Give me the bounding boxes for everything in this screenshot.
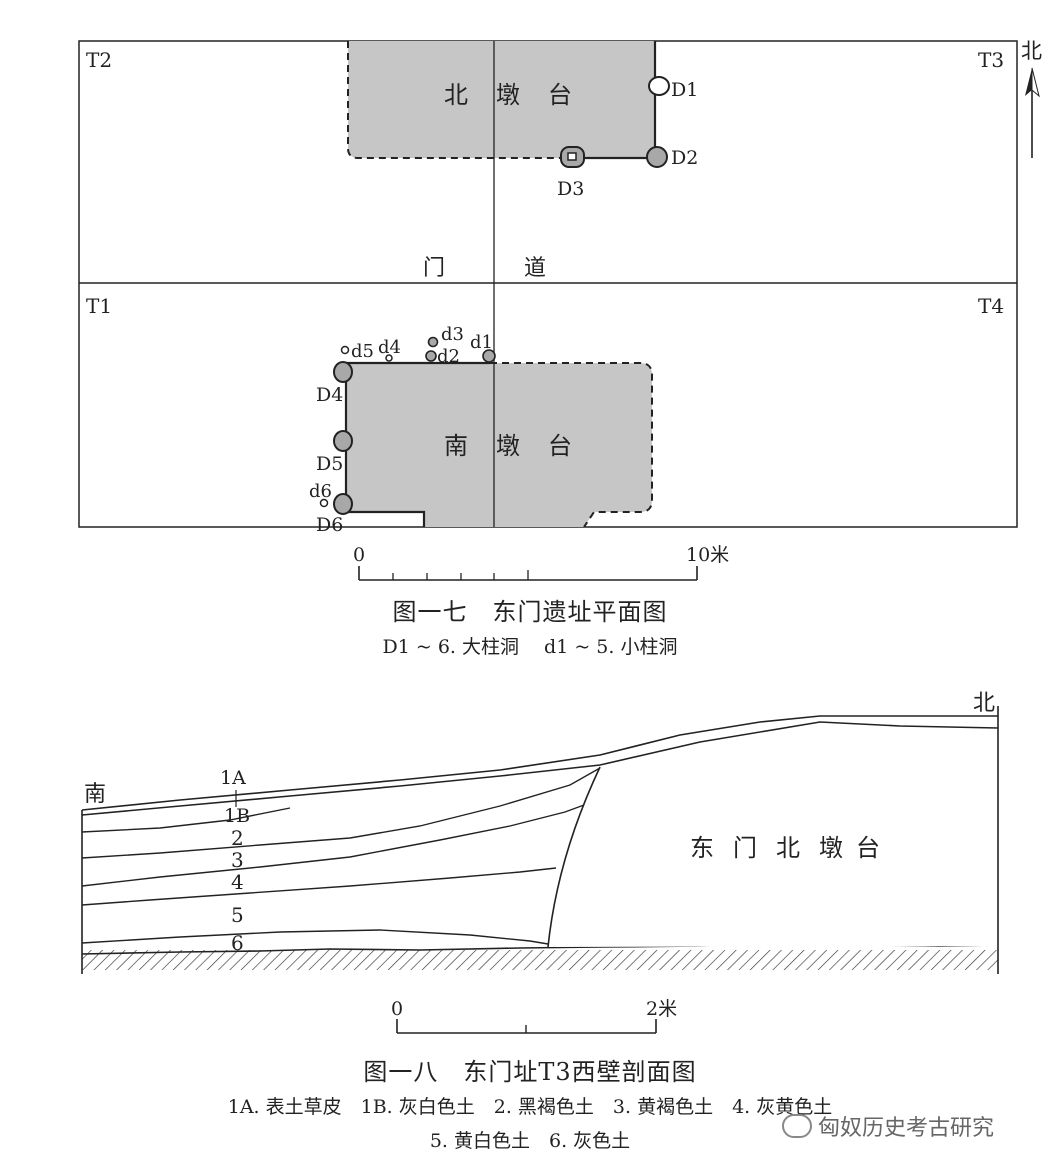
north-platform-dashed-edge bbox=[347, 41, 560, 159]
south-platform bbox=[346, 363, 652, 527]
north-platform-char-2: 墩 bbox=[496, 81, 520, 109]
posthole-d1 bbox=[482, 349, 496, 363]
watermark-text: 匈奴历史考古研究 bbox=[818, 1116, 995, 1141]
layer-label-5: 5 bbox=[231, 903, 244, 927]
posthole-D5 bbox=[333, 430, 353, 452]
layer-label-3: 3 bbox=[231, 848, 244, 872]
section-platform-char-1: 东 bbox=[690, 834, 714, 862]
south-platform-char-3: 台 bbox=[548, 432, 572, 460]
north-platform-body bbox=[548, 727, 998, 947]
section-south-label: 南 bbox=[84, 782, 106, 807]
gate-path-char-2: 道 bbox=[524, 256, 546, 281]
trench-label-t2: T2 bbox=[86, 48, 112, 72]
surface-1a-top bbox=[81, 715, 998, 811]
section-scale-bar bbox=[396, 1019, 657, 1034]
label-D2: D2 bbox=[671, 147, 698, 169]
label-d6: d6 bbox=[309, 481, 332, 502]
watermark: 匈奴历史考古研究 bbox=[782, 1110, 994, 1142]
posthole-D6 bbox=[333, 493, 353, 515]
posthole-D1 bbox=[648, 76, 670, 96]
label-D5: D5 bbox=[316, 453, 343, 475]
label-D6: D6 bbox=[316, 514, 343, 536]
plan-scale-bar bbox=[358, 566, 698, 581]
south-platform-char-2: 墩 bbox=[496, 432, 520, 460]
north-platform bbox=[348, 41, 655, 158]
section-legend-line-2: 5. 黄白色土 6. 灰色土 bbox=[429, 1130, 631, 1152]
surface-1a-bottom bbox=[81, 721, 999, 816]
layer-4-bottom bbox=[81, 867, 557, 906]
south-platform-dashed-edge bbox=[490, 362, 653, 528]
section-platform-char-2: 门 bbox=[733, 834, 757, 862]
layer-3-bottom bbox=[81, 804, 585, 887]
posthole-d2 bbox=[425, 350, 437, 362]
plan-figure: T2 T3 T1 T4 北 墩 台 南 墩 台 门 道 D1 D2 D3 D4 … bbox=[78, 39, 1042, 581]
label-d4: d4 bbox=[378, 337, 401, 358]
posthole-d5 bbox=[340, 345, 350, 355]
layer-label-4: 4 bbox=[231, 870, 244, 894]
wechat-icon bbox=[782, 1114, 812, 1138]
plan-legend: D1 ~ 6. 大柱洞 d1 ~ 5. 小柱洞 bbox=[382, 636, 678, 658]
section-scale-end: 2米 bbox=[646, 998, 677, 1020]
posthole-D2 bbox=[646, 146, 668, 168]
section-north-label: 北 bbox=[973, 691, 995, 716]
trench-label-t4: T4 bbox=[978, 294, 1004, 318]
south-platform-char-1: 南 bbox=[444, 432, 468, 460]
layer-label-1b: 1B bbox=[224, 805, 250, 827]
gate-path-char-1: 门 bbox=[423, 256, 445, 281]
plan-scale-end: 10米 bbox=[686, 544, 729, 566]
trench-label-t1: T1 bbox=[86, 294, 112, 318]
layer-5-bottom bbox=[81, 929, 549, 945]
label-D3: D3 bbox=[557, 178, 584, 200]
layer-2-bottom bbox=[81, 767, 601, 859]
section-caption: 图一八 东门址T3西壁剖面图 bbox=[363, 1058, 697, 1086]
north-arrow-icon bbox=[1025, 68, 1032, 96]
layer-label-1a: 1A bbox=[220, 767, 246, 789]
north-platform-char-1: 北 bbox=[444, 81, 468, 109]
label-d3: d3 bbox=[441, 324, 464, 345]
section-platform-char-5: 台 bbox=[856, 834, 880, 862]
trench-label-t3: T3 bbox=[978, 48, 1004, 72]
posthole-d3 bbox=[427, 336, 439, 348]
label-d1: d1 bbox=[470, 332, 493, 353]
layer-label-6: 6 bbox=[231, 931, 244, 955]
section-figure: 1A 1B 2 3 4 5 6 南 北 东 门 北 墩 台 0 2米 bbox=[81, 691, 999, 1034]
posthole-D4 bbox=[333, 361, 353, 383]
plan-caption: 图一七 东门遗址平面图 bbox=[392, 598, 668, 626]
layer-label-2: 2 bbox=[231, 826, 244, 850]
section-platform-char-3: 北 bbox=[776, 834, 800, 862]
label-d5: d5 bbox=[351, 341, 374, 362]
section-platform-char-4: 墩 bbox=[819, 834, 843, 862]
posthole-D3-core bbox=[567, 152, 577, 161]
posthole-d6 bbox=[319, 498, 329, 508]
label-D4: D4 bbox=[316, 384, 343, 406]
section-scale-start: 0 bbox=[391, 998, 403, 1020]
posthole-d4 bbox=[385, 354, 393, 362]
section-legend-line-1: 1A. 表土草皮 1B. 灰白色土 2. 黑褐色土 3. 黄褐色土 4. 灰黄色… bbox=[227, 1096, 833, 1118]
label-D1: D1 bbox=[671, 79, 698, 101]
platform-edge bbox=[547, 766, 601, 948]
label-d2: d2 bbox=[437, 346, 460, 367]
layer-1b-bottom bbox=[81, 807, 291, 833]
north-platform-char-3: 台 bbox=[548, 81, 572, 109]
north-arrow-label: 北 bbox=[1021, 39, 1042, 63]
plan-scale-start: 0 bbox=[353, 544, 365, 566]
